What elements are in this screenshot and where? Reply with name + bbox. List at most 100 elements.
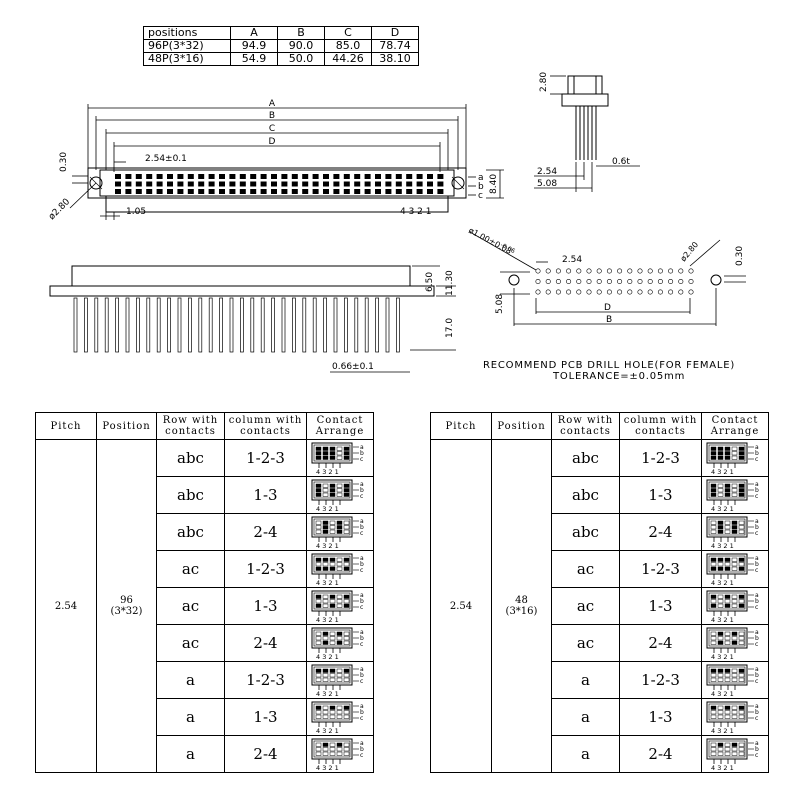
header-contact-arrange: Contact Arrange xyxy=(701,412,769,440)
row-b-label: b xyxy=(478,182,484,192)
pin-cell xyxy=(343,189,350,194)
front-pin xyxy=(281,297,286,353)
front-pin xyxy=(344,297,348,353)
arrange-col-labels: 4 3 2 1 xyxy=(711,468,734,475)
arrange-row-label: b xyxy=(360,672,364,679)
arrange-col-labels: 4 3 2 1 xyxy=(316,764,339,771)
front-066-label: 0.66±0.1 xyxy=(332,362,374,372)
pcb-b-label: B xyxy=(606,315,612,325)
row-with-contacts-cell: a xyxy=(156,698,225,736)
front-pin xyxy=(94,297,99,353)
arrange-col-labels: 4 3 2 1 xyxy=(711,579,734,586)
front-650-label: 6.50 xyxy=(425,272,435,292)
arrange-col-labels: 4 3 2 1 xyxy=(316,653,339,660)
column-with-contacts-cell: 2-4 xyxy=(224,513,307,551)
column-with-contacts-cell: 2-4 xyxy=(619,735,702,773)
arrange-col-labels: 4 3 2 1 xyxy=(711,505,734,512)
pcb-hole xyxy=(657,278,663,284)
pin-cell xyxy=(219,181,225,187)
front-pin xyxy=(354,297,359,353)
header-contact-arrange: Contact Arrange xyxy=(306,412,374,440)
arrange-row-label: c xyxy=(755,493,758,500)
pin-cell xyxy=(406,189,413,194)
arrange-row-label: c xyxy=(360,456,363,463)
pin-cell xyxy=(281,181,288,187)
pcb-hole xyxy=(596,289,602,295)
pin-cell xyxy=(427,189,433,194)
pin-cell xyxy=(208,174,215,179)
pin-cell xyxy=(177,189,184,194)
pitch-value: 2.54 xyxy=(54,600,78,612)
front-pin xyxy=(396,297,400,353)
position-sub: (3*32) xyxy=(110,606,143,617)
pin-cell xyxy=(167,181,173,187)
arrange-row-label: a xyxy=(360,666,364,673)
offset-030-label: 0.30 xyxy=(59,152,69,172)
contact-table-48p: Pitch Position Row with contacts column … xyxy=(430,412,769,773)
row-with-contacts-cell: abc xyxy=(551,439,620,477)
pcb-hole xyxy=(555,289,561,295)
pcb-hole xyxy=(566,268,572,274)
arrange-row-label: a xyxy=(755,518,759,525)
pin-cell xyxy=(167,174,173,179)
pin-cell xyxy=(437,174,444,179)
arrange-row-label: c xyxy=(755,567,758,574)
row-with-contacts-cell: abc xyxy=(156,476,225,514)
contact-table-96p: Pitch Position Row with contacts column … xyxy=(35,412,374,773)
front-pin xyxy=(198,297,203,353)
arrange-row-label: b xyxy=(360,524,364,531)
arrange-row-label: a xyxy=(360,444,364,451)
column-with-contacts-cell: 1-2-3 xyxy=(224,550,307,588)
arrange-row-label: b xyxy=(755,635,759,642)
front-view: 6.50 11.30 17.0 0.66±0.1 xyxy=(49,265,456,373)
pin-cell xyxy=(302,181,309,187)
pcb-mount-right xyxy=(710,274,722,286)
positions-cell: 54.9 xyxy=(230,52,278,66)
pin-cell xyxy=(260,181,267,187)
pin-cell xyxy=(271,189,277,194)
column-with-contacts-cell: 1-3 xyxy=(224,587,307,625)
pin-cell xyxy=(260,174,267,179)
front-pin xyxy=(104,297,109,353)
pcb-hole xyxy=(555,268,561,274)
pcb-hole xyxy=(545,289,551,295)
position-value: 48 xyxy=(515,595,528,606)
arrange-row-label: c xyxy=(360,752,363,759)
pin-cell xyxy=(385,189,392,194)
pin-cell xyxy=(312,174,319,179)
arrange-row-label: a xyxy=(755,629,759,636)
pcb-hole xyxy=(576,268,582,274)
positions-cell: 90.0 xyxy=(277,39,325,53)
column-with-contacts-cell: 2-4 xyxy=(619,513,702,551)
arrange-row-label: a xyxy=(755,703,759,710)
pitch-cell: 2.54 xyxy=(430,439,492,773)
pin-cell xyxy=(239,181,246,187)
hole-280-label: ø2.80 xyxy=(47,197,72,222)
pcb-hole xyxy=(688,289,694,295)
row-with-contacts-cell: ac xyxy=(156,550,225,588)
position-sub: (3*16) xyxy=(505,606,538,617)
front-pins xyxy=(73,297,400,353)
arrange-row-label: a xyxy=(360,592,364,599)
pin-cell xyxy=(385,174,392,179)
arrange-row-label: a xyxy=(360,740,364,747)
dim-105-label: 1.05 xyxy=(126,207,146,217)
arrange-row-label: c xyxy=(755,641,758,648)
pin-cell xyxy=(323,181,329,187)
pin-cell xyxy=(416,189,423,194)
side-280-label: 2.80 xyxy=(539,72,549,92)
row-with-contacts-cell: abc xyxy=(156,439,225,477)
